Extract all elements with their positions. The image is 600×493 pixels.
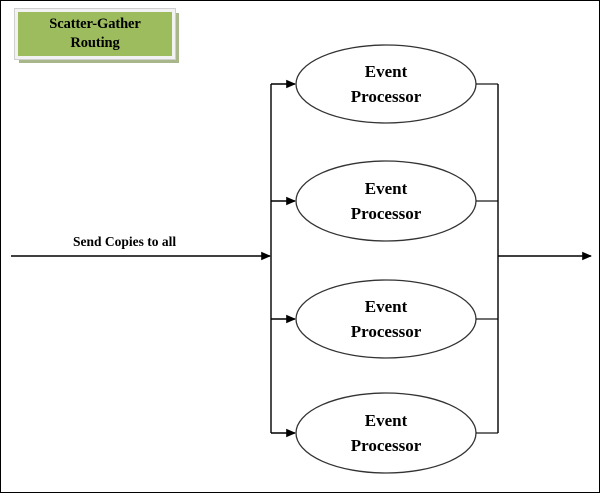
event-processor-node-4	[295, 392, 477, 474]
event-processor-node-2	[295, 160, 477, 242]
diagram-title-line-2: Routing	[70, 35, 120, 51]
diagram-title-line-1: Scatter-Gather	[49, 16, 141, 32]
send-copies-label: Send Copies to all	[73, 234, 177, 249]
event-processor-node-3	[295, 279, 477, 359]
diagram-title-box: Scatter-Gather Routing	[14, 8, 176, 60]
event-processor-node-1	[295, 44, 477, 124]
